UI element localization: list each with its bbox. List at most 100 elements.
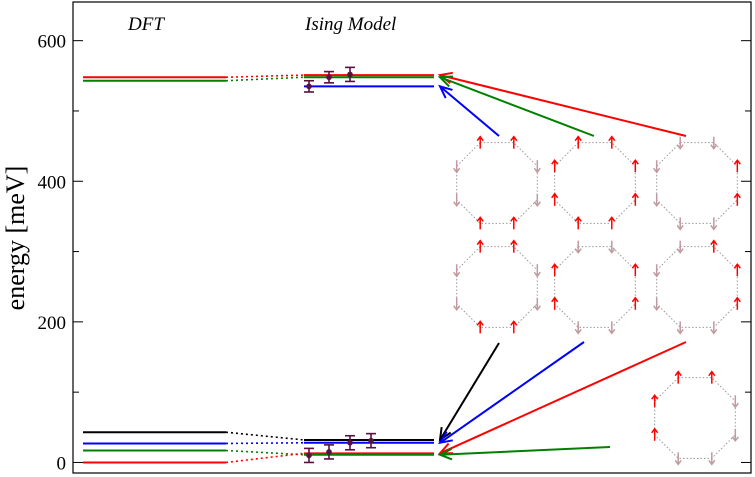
arrow-head <box>438 84 453 99</box>
octagon-bond <box>654 377 736 459</box>
spin-up-arrow <box>476 135 484 149</box>
dft-levels <box>83 76 226 464</box>
spin-configuration <box>453 239 541 334</box>
spin-up-arrow <box>476 320 484 334</box>
spin-head <box>653 201 661 208</box>
spin-up-arrow <box>651 393 659 408</box>
spin-head <box>551 296 559 303</box>
spin-configuration <box>651 370 739 466</box>
spin-head <box>608 135 616 142</box>
spin-head <box>731 436 739 443</box>
spin-head <box>674 370 682 377</box>
spin-up-arrow <box>631 158 639 173</box>
spin-head <box>676 248 684 254</box>
arrow-shaft <box>439 341 585 444</box>
spin-head <box>551 158 559 165</box>
spin-down-arrow <box>608 240 616 254</box>
spin-head <box>533 305 541 312</box>
spin-head <box>631 296 639 303</box>
spin-head <box>476 135 484 142</box>
spin-down-arrow <box>676 321 684 335</box>
spin-head <box>631 158 639 165</box>
arrow-shaft <box>439 342 500 441</box>
spin-down-arrow <box>676 240 684 254</box>
spin-up-arrow <box>510 239 518 253</box>
arrow-black <box>438 342 500 443</box>
spin-head <box>453 271 461 278</box>
spin-up-arrow <box>710 239 718 253</box>
spin-head <box>651 427 659 434</box>
spin-head <box>574 216 582 222</box>
spin-down-arrow <box>710 321 718 335</box>
y-tick-label: 200 <box>38 313 67 334</box>
spin-up-arrow <box>674 370 682 384</box>
spin-up-arrow <box>733 262 741 277</box>
arrow-red <box>437 71 687 137</box>
spin-configuration <box>653 239 741 335</box>
spin-head <box>710 328 718 335</box>
spin-down-arrow <box>608 321 616 335</box>
spin-head <box>676 328 684 335</box>
octagon-bond <box>456 246 538 328</box>
spin-head <box>676 144 684 150</box>
spin-head <box>476 216 484 222</box>
spin-down-arrow <box>453 193 461 208</box>
spin-up-arrow <box>551 158 559 173</box>
spin-down-arrow <box>674 452 682 466</box>
arrow-red <box>437 341 687 455</box>
spin-configuration <box>551 240 639 335</box>
spin-up-arrow <box>510 320 518 334</box>
spin-up-arrow <box>651 427 659 441</box>
octagon-bond <box>554 142 636 224</box>
spin-down-arrow <box>453 264 461 278</box>
arrow-shaft <box>439 74 687 137</box>
spin-up-arrow <box>510 216 518 230</box>
spin-head <box>533 271 541 278</box>
spin-up-arrow <box>551 262 559 277</box>
spin-down-arrow <box>533 264 541 278</box>
spin-up-arrow <box>574 216 582 230</box>
spin-head <box>733 262 741 269</box>
arrow-shaft <box>439 76 595 137</box>
octagon-bond <box>456 142 538 224</box>
y-tick-label: 600 <box>38 32 67 53</box>
spin-head <box>653 271 661 278</box>
y-tick-label: 400 <box>38 172 67 193</box>
spin-down-arrow <box>533 193 541 208</box>
spin-up-arrow <box>574 135 582 149</box>
ising-error-bars <box>304 66 376 464</box>
spin-down-arrow <box>574 321 582 335</box>
spin-down-arrow <box>731 395 739 409</box>
plot-frame <box>72 1 752 474</box>
spin-head <box>608 248 616 254</box>
spin-down-arrow <box>653 193 661 208</box>
error-bar <box>324 70 334 84</box>
spin-up-arrow <box>476 216 484 230</box>
error-bar <box>366 432 376 449</box>
spin-head <box>510 135 518 142</box>
dotted-connector-red <box>225 74 305 79</box>
spin-down-arrow <box>653 264 661 278</box>
spin-up-arrow <box>551 296 559 310</box>
spin-configurations <box>453 135 741 466</box>
arrow-green <box>437 446 611 461</box>
arrow-green <box>437 75 595 137</box>
spin-head <box>476 320 484 326</box>
spin-head <box>631 192 639 199</box>
spin-head <box>733 158 741 165</box>
arrow-head <box>437 431 453 445</box>
spin-down-arrow <box>708 452 716 466</box>
spin-up-arrow <box>476 239 484 253</box>
spin-up-arrow <box>708 370 716 384</box>
spin-down-arrow <box>653 160 661 174</box>
error-bar <box>345 434 355 451</box>
data-point <box>326 74 332 81</box>
spin-up-arrow <box>608 216 616 230</box>
spin-head <box>608 328 616 335</box>
spin-up-arrow <box>631 192 639 206</box>
spin-down-arrow <box>453 297 461 312</box>
spin-head <box>710 144 718 150</box>
spin-head <box>510 320 518 326</box>
